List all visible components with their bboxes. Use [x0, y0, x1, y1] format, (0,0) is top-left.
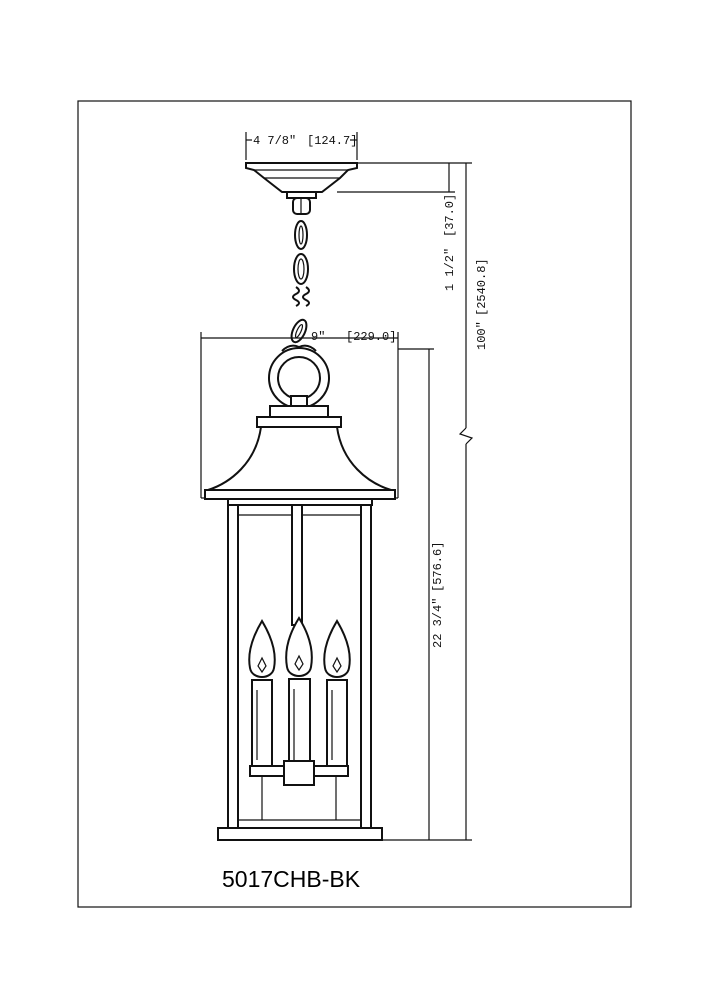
canopy-height-dimension: [37.0] 1 1/2" [337, 162, 457, 291]
fixture-width-metric: [229.0] [346, 330, 396, 344]
lantern-body [217, 498, 383, 841]
canopy-width-dimension: 4 7/8" [124.7] [245, 132, 358, 160]
chain [290, 197, 311, 344]
canopy-height-metric: [37.0] [443, 194, 457, 237]
fixture-height-dimension: 22 3/4" [576.6] [380, 348, 445, 841]
hanging-ring [268, 344, 330, 409]
fixture-height-metric: [576.6] [431, 542, 445, 592]
canopy-height-imperial: 1 1/2" [443, 248, 457, 291]
candle-cluster [248, 616, 351, 820]
fixture-width-imperial: 9" [311, 330, 325, 344]
fixture-width-dimension: 9" [229.0] [200, 330, 399, 499]
fixture-height-imperial: 22 3/4" [431, 598, 445, 648]
overall-height-imperial: 100" [475, 321, 489, 350]
drawing-border [77, 100, 632, 908]
canopy-width-imperial: 4 7/8" [253, 134, 296, 148]
canopy [245, 162, 358, 199]
overall-height-dimension: 100" [2540.8] [434, 162, 489, 841]
canopy-width-metric: [124.7] [307, 134, 357, 148]
lantern-hood [204, 405, 396, 500]
model-number: 5017CHB-BK [222, 866, 361, 892]
overall-height-metric: [2540.8] [475, 258, 489, 316]
